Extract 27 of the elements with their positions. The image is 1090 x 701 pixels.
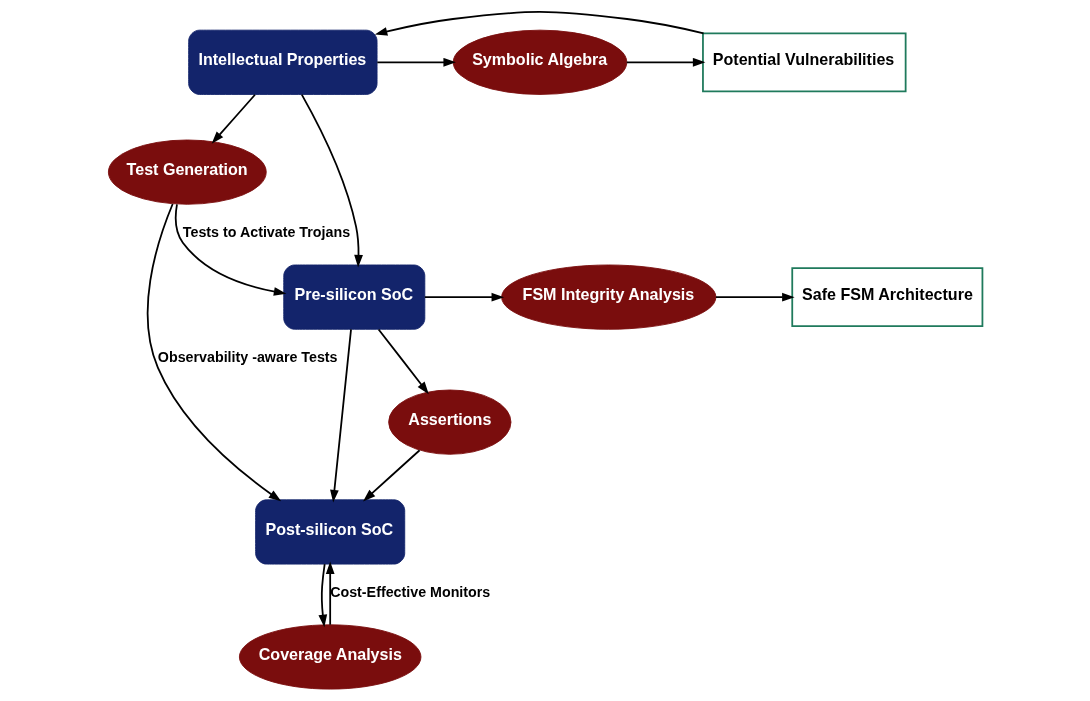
node-box: Potential Vulnerabilities [701,32,907,93]
edge-label: Tests to Activate Trojans [182,224,350,241]
arrow [325,561,335,626]
arrow [300,93,363,268]
node-box: Post-silicon SoC [254,499,405,565]
arrow [211,93,256,144]
arrow [625,57,705,67]
edge-label: Observability -aware Tests [157,349,338,366]
edge-label: Cost-Effective Monitors [329,583,490,600]
arrow [375,57,456,67]
arrow [329,328,352,503]
node-box: Intellectual Properties [187,29,377,95]
arrow [423,292,504,302]
node-ellipse: Assertions [387,389,511,455]
node-box: Safe FSM Architecture [790,267,983,328]
arrow [362,449,421,502]
node-ellipse: Symbolic Algebra [452,29,627,95]
node-ellipse: FSM Integrity Analysis [500,264,716,330]
node-box: Pre-silicon SoC [282,264,425,330]
arrow [714,292,795,302]
arrow [377,328,429,395]
node-ellipse: Test Generation [107,139,267,205]
node-ellipse: Coverage Analysis [238,624,421,690]
arrow [146,203,281,502]
arrow [317,563,327,628]
arrow [374,11,704,36]
arrow [174,203,286,296]
